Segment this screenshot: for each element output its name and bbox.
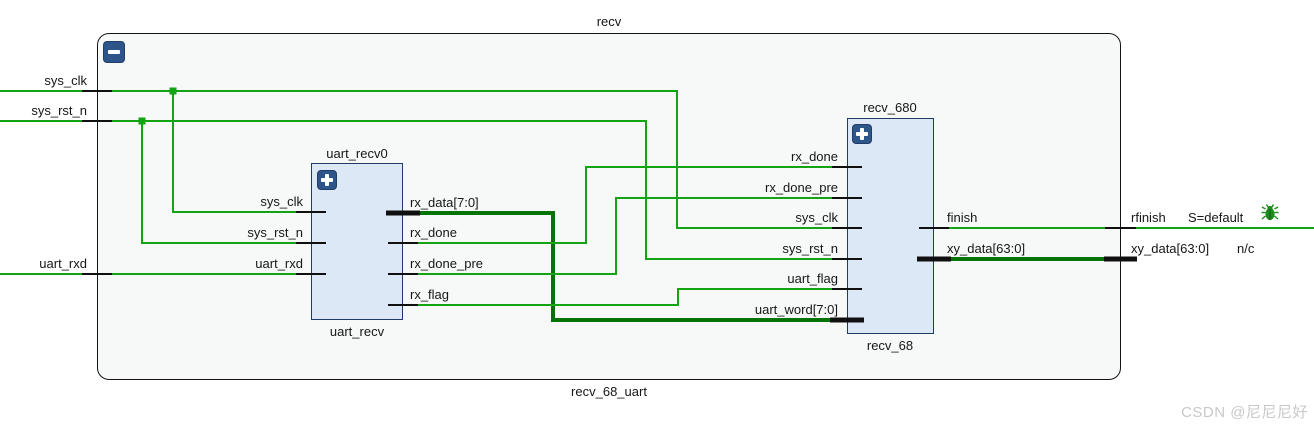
- module-title: recv: [596, 14, 622, 29]
- pin-label-rx-data: rx_data[7:0]: [410, 195, 479, 210]
- pin-label-sys-rst-n: sys_rst_n: [247, 225, 303, 240]
- pin-label-uart-rxd: uart_rxd: [255, 256, 303, 271]
- net-junction: [138, 117, 146, 125]
- block-title-uart-recv0: uart_recv0: [326, 146, 388, 161]
- net-rx-done-pre[interactable]: [403, 197, 847, 275]
- net-junction: [169, 87, 177, 95]
- pin-label-rx-done-in: rx_done: [791, 149, 838, 164]
- net-sys-rst-n[interactable]: [0, 117, 847, 260]
- watermark: CSDN @尼尼尼好: [1181, 404, 1308, 421]
- debug-mark-bug-icon: [1261, 204, 1279, 220]
- external-port-xy-data: xy_data[63:0]: [1131, 241, 1210, 256]
- block-recv-680[interactable]: [847, 118, 934, 334]
- pin-label-sys-clk-in: sys_clk: [795, 210, 838, 225]
- pin-label-sys-clk: sys_clk: [260, 194, 303, 209]
- block-title-recv-680: recv_680: [863, 100, 917, 115]
- external-port-sys-rst-n: sys_rst_n: [31, 103, 87, 118]
- collapse-module-button[interactable]: [103, 41, 125, 63]
- pin-label-uart-flag: uart_flag: [787, 271, 838, 286]
- pin-label-rx-done-pre-in: rx_done_pre: [765, 180, 838, 195]
- pin-label-rx-done: rx_done: [410, 225, 457, 240]
- net-sys-clk[interactable]: [0, 87, 847, 229]
- pin-label-rx-flag: rx_flag: [410, 287, 450, 302]
- plus-icon: [325, 174, 329, 186]
- pin-label-sys-rst-n-in: sys_rst_n: [782, 241, 838, 256]
- minus-icon: [108, 50, 120, 54]
- pin-label-finish: finish: [947, 210, 978, 225]
- pin-label-uart-word: uart_word[7:0]: [754, 302, 838, 317]
- external-port-rfinish: rfinish: [1131, 210, 1166, 225]
- block-instance-recv-68: recv_68: [866, 338, 914, 353]
- bus-rx-data[interactable]: [403, 211, 847, 322]
- module-instance-label: recv_68_uart: [571, 384, 647, 399]
- block-instance-uart-recv: uart_recv: [329, 324, 385, 339]
- expand-recv-680-button[interactable]: [852, 124, 872, 144]
- net-rx-flag[interactable]: [403, 288, 847, 306]
- pin-stubs: [82, 90, 1137, 323]
- plus-icon: [860, 128, 864, 140]
- net-rx-done[interactable]: [403, 166, 847, 244]
- pin-label-xy-data-out: xy_data[63:0]: [947, 241, 1026, 256]
- rfinish-annotation: S=default: [1188, 210, 1244, 225]
- xy-data-annotation: n/c: [1237, 241, 1255, 256]
- expand-uart-recv0-button[interactable]: [317, 170, 337, 190]
- external-port-sys-clk: sys_clk: [44, 73, 87, 88]
- pin-label-rx-done-pre: rx_done_pre: [410, 256, 483, 271]
- external-port-uart-rxd: uart_rxd: [39, 256, 87, 271]
